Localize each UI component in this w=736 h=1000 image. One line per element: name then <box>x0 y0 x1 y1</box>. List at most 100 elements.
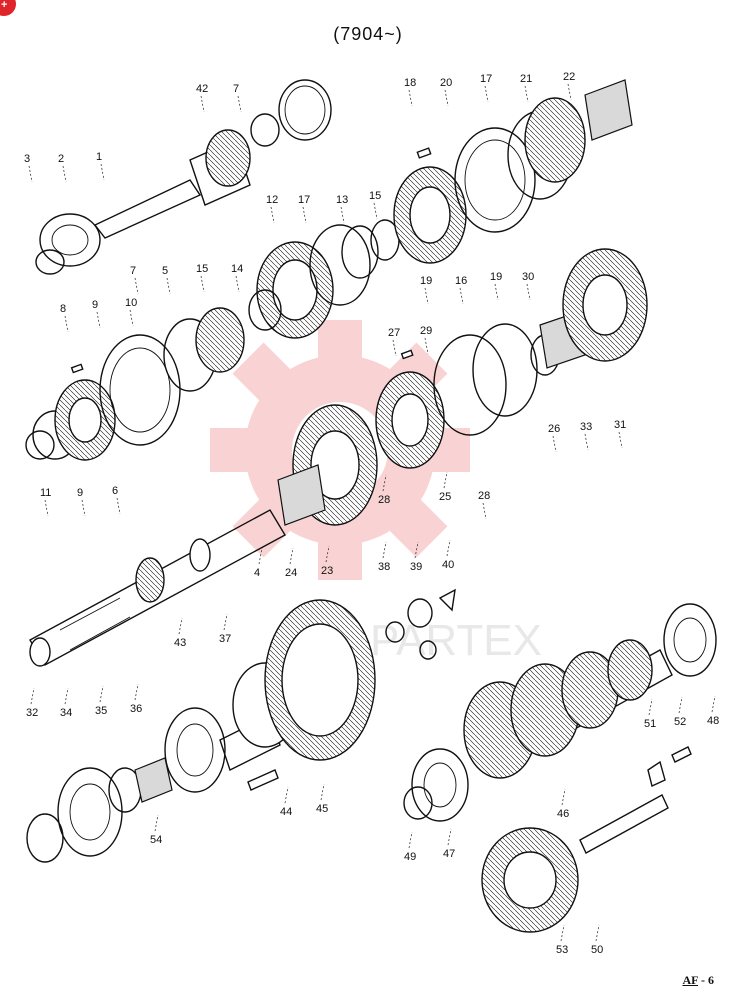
callout-35: 35 <box>95 705 107 717</box>
leader-line <box>414 541 419 559</box>
leader-line <box>484 85 489 103</box>
leader-line <box>154 814 159 832</box>
shaft-detail <box>59 597 131 651</box>
callout-43: 43 <box>174 637 186 649</box>
bolt-44-icon <box>247 769 279 791</box>
key-27-icon <box>400 349 414 360</box>
leader-line <box>494 283 499 301</box>
callout-7: 7 <box>130 265 136 277</box>
sleeve-10-icon <box>99 334 181 446</box>
callout-28: 28 <box>478 490 490 502</box>
leader-line <box>100 163 105 181</box>
snap-ring-icon <box>35 249 65 275</box>
callout-24: 24 <box>285 567 297 579</box>
leader-line <box>552 435 557 453</box>
leader-line <box>178 617 183 635</box>
nut-washer-group <box>385 588 456 660</box>
callout-1: 1 <box>96 151 102 163</box>
leader-line <box>424 337 429 355</box>
ball-bearing-47-icon <box>411 748 469 822</box>
callout-8: 8 <box>60 303 66 315</box>
callout-50: 50 <box>591 944 603 956</box>
leader-line <box>382 541 387 559</box>
leader-line <box>392 339 397 357</box>
sleeve-10-inner <box>109 347 171 433</box>
leader-line <box>408 89 413 107</box>
drive-gear-icon <box>205 129 251 187</box>
needle-bearing-22-icon <box>584 79 633 141</box>
leader-line <box>382 474 387 492</box>
ball-bearing-34-icon <box>57 767 123 857</box>
callout-6: 6 <box>112 485 118 497</box>
hub-9-bore <box>68 397 102 443</box>
callout-19: 19 <box>490 271 502 283</box>
leader-line <box>62 165 67 183</box>
page-ref-separator: - <box>698 973 708 987</box>
ball-bearing-48-icon <box>663 603 717 677</box>
callout-2: 2 <box>58 153 64 165</box>
leader-line <box>443 471 448 489</box>
callout-12: 12 <box>266 194 278 206</box>
callout-19: 19 <box>420 275 432 287</box>
needle-bearing-24-icon <box>277 464 326 526</box>
ring-14-icon <box>248 289 282 331</box>
callout-15: 15 <box>369 190 381 202</box>
callout-15: 15 <box>196 263 208 275</box>
leader-line <box>325 545 330 563</box>
leader-line <box>96 311 101 329</box>
callout-53: 53 <box>556 944 568 956</box>
pin-40-icon <box>438 588 456 612</box>
leader-line <box>524 85 529 103</box>
leader-line <box>595 924 600 942</box>
leader-line <box>561 788 566 806</box>
washer-icon <box>419 640 437 660</box>
callout-18: 18 <box>404 77 416 89</box>
sprocket-45-hub <box>281 623 359 737</box>
leader-line <box>200 275 205 293</box>
callout-44: 44 <box>280 806 292 818</box>
leader-line <box>64 315 69 333</box>
leader-line <box>648 698 653 716</box>
sleeve-20-icon <box>454 127 536 233</box>
callout-28: 28 <box>378 494 390 506</box>
callout-13: 13 <box>336 194 348 206</box>
callout-31: 31 <box>614 419 626 431</box>
leader-line <box>30 687 35 705</box>
lock-plate-51-icon <box>647 760 666 787</box>
leader-line <box>711 695 716 713</box>
nut-39-icon <box>407 598 433 628</box>
leader-line <box>28 165 33 183</box>
leader-line <box>373 202 378 220</box>
leader-line <box>134 277 139 295</box>
leader-line <box>340 206 345 224</box>
leader-line <box>99 685 104 703</box>
leader-line <box>258 547 263 565</box>
gear-21-icon <box>524 97 586 183</box>
page-ref-number: 6 <box>708 973 714 987</box>
callout-5: 5 <box>162 265 168 277</box>
callout-52: 52 <box>674 716 686 728</box>
bolt-52-icon <box>671 746 692 763</box>
callout-14: 14 <box>231 263 243 275</box>
gear-5-icon <box>195 307 245 373</box>
gear-16-hub <box>409 186 451 244</box>
synchro-ring-28-icon <box>433 334 507 436</box>
callout-47: 47 <box>443 848 455 860</box>
leader-line <box>584 433 589 451</box>
leader-line <box>526 283 531 301</box>
leader-line <box>302 206 307 224</box>
leader-line <box>235 275 240 293</box>
gear-25-hub <box>391 393 429 447</box>
corner-badge: + <box>0 0 16 16</box>
leader-line <box>64 687 69 705</box>
counter-assembly <box>277 248 648 526</box>
gear-30-hub <box>582 274 628 336</box>
middle-synchro-assembly <box>25 289 282 461</box>
leader-line <box>567 83 572 101</box>
key-18-icon <box>416 147 432 159</box>
leader-line <box>459 287 464 305</box>
leader-line <box>44 499 49 517</box>
leader-line <box>424 287 429 305</box>
